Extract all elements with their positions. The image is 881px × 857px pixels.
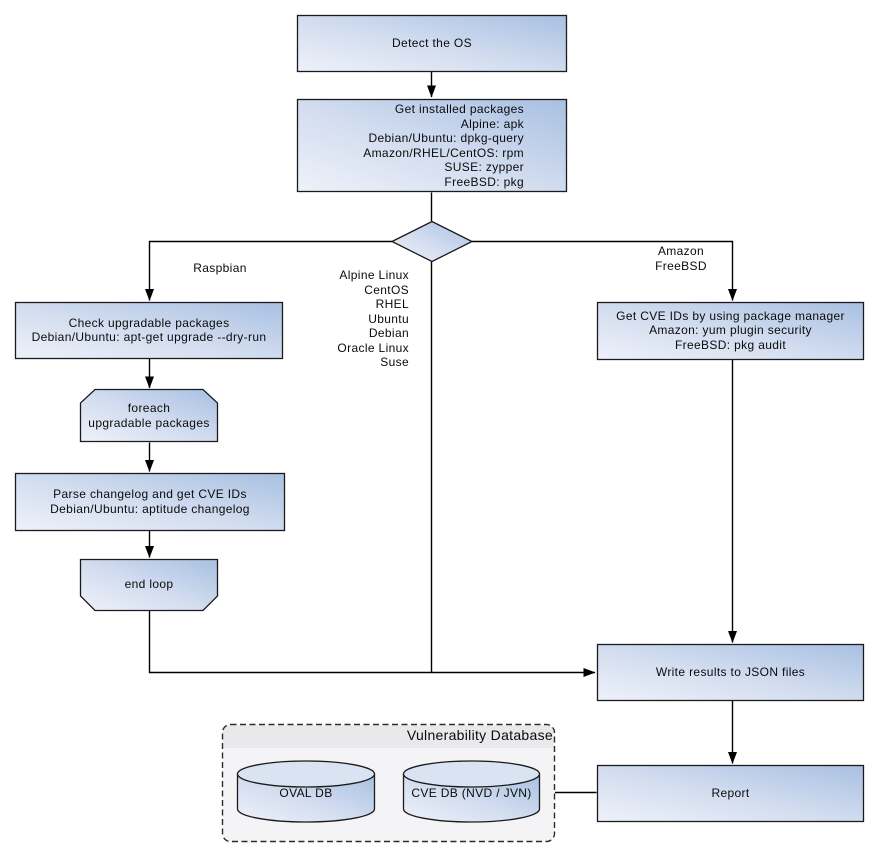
get-cve-ids-label: Get CVE IDs by using package manager Ama… [616, 308, 845, 352]
detect-os-label: Detect the OS [392, 35, 472, 50]
oval-db-label: OVAL DB [279, 785, 333, 800]
cve-db-cylinder [402, 773, 541, 823]
os-decision-diamond [390, 220, 474, 263]
amazon-freebsd-edge-label: Amazon FreeBSD [655, 244, 707, 273]
detect-os-box [296, 14, 568, 73]
edge-decision-to-get-cve [472, 240, 737, 301]
edge-decision-to-check-upgradable [145, 240, 392, 301]
report-label: Report [711, 785, 750, 800]
vulnerability-db-panel-border [221, 723, 556, 843]
end-loop-shape [79, 558, 219, 612]
vulnerability-db-title-strip [223, 725, 554, 748]
report-box [596, 764, 865, 823]
write-results-box [596, 643, 865, 702]
end-loop-label: end loop [124, 577, 174, 592]
cve-db-label: CVE DB (NVD / JVN) [411, 785, 532, 800]
cve-db-cylinder-top [402, 760, 541, 788]
get-cve-ids-box [596, 301, 865, 361]
foreach-loop-label: foreach upgradable packages [88, 401, 210, 430]
get-installed-packages-box [296, 98, 568, 193]
raspbian-edge-label: Raspbian [193, 260, 247, 275]
check-upgradable-label: Check upgradable packages Debian/Ubuntu:… [31, 315, 267, 345]
foreach-loop-shape [79, 388, 219, 443]
os-list-edge-label: Alpine Linux CentOS RHEL Ubuntu Debian O… [337, 268, 409, 369]
oval-db-cylinder-top [236, 760, 376, 788]
oval-db-cylinder [236, 773, 376, 823]
parse-changelog-box [14, 472, 286, 532]
parse-changelog-label: Parse changelog and get CVE IDs Debian/U… [50, 487, 250, 516]
get-installed-packages-label: Get installed packages Alpine: apk Debia… [363, 102, 524, 189]
write-results-label: Write results to JSON files [655, 664, 806, 679]
check-upgradable-box [14, 301, 284, 360]
edge-endloop-to-write-results [148, 610, 596, 677]
vulnerability-db-title: Vulnerability Database [406, 727, 553, 743]
